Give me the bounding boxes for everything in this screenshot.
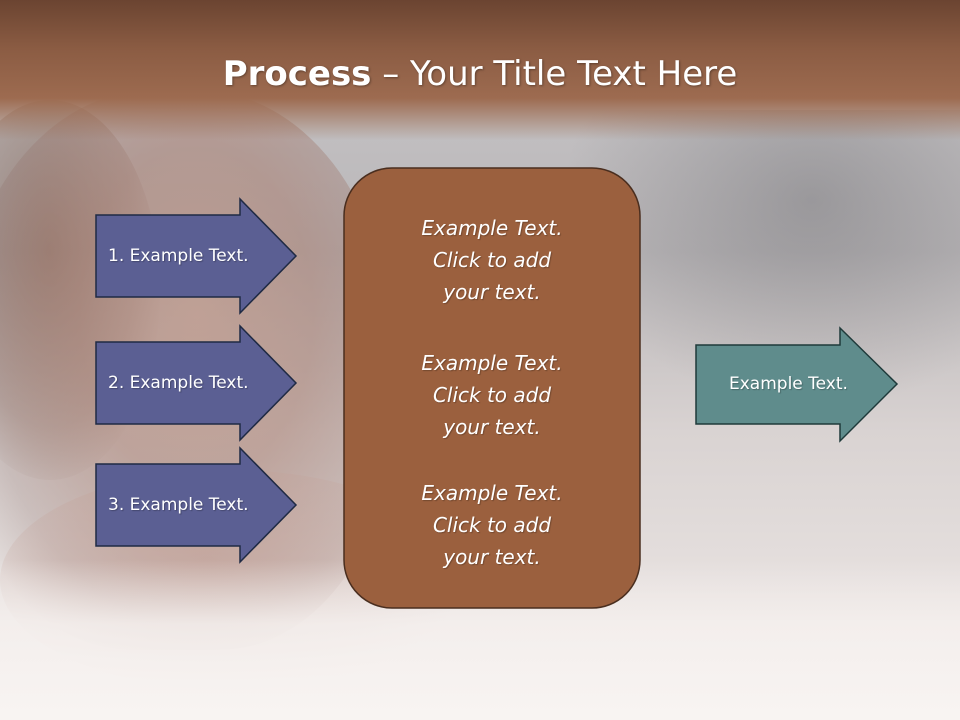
paragraph-line: your text. (443, 280, 541, 304)
paragraph-line: Example Text. (421, 216, 563, 240)
slide-title[interactable]: Process – Your Title Text Here (0, 52, 960, 96)
input-label-1: 1. Example Text. (108, 246, 249, 266)
input-arrow-1[interactable] (95, 197, 298, 315)
title-rest: – Your Title Text Here (371, 54, 738, 94)
paragraph-line: Click to add (432, 248, 552, 272)
paragraph-line: Example Text. (421, 351, 563, 375)
process-paragraph-1: Example Text. Click to add your text. (344, 212, 640, 308)
input-arrow-2[interactable] (95, 324, 298, 442)
output-arrow[interactable] (695, 326, 899, 443)
input-label-3: 3. Example Text. (108, 495, 249, 515)
paragraph-line: Click to add (432, 383, 552, 407)
input-label-2: 2. Example Text. (108, 373, 249, 393)
header-band (0, 0, 960, 140)
paragraph-line: Click to add (432, 513, 552, 537)
output-label: Example Text. (729, 374, 848, 394)
paragraph-line: your text. (443, 545, 541, 569)
title-bold: Process (222, 54, 372, 94)
paragraph-line: Example Text. (421, 481, 563, 505)
input-arrow-3[interactable] (95, 446, 298, 564)
process-paragraph-2: Example Text. Click to add your text. (344, 347, 640, 443)
process-box[interactable] (343, 167, 641, 609)
paragraph-line: your text. (443, 415, 541, 439)
process-paragraph-3: Example Text. Click to add your text. (344, 477, 640, 573)
